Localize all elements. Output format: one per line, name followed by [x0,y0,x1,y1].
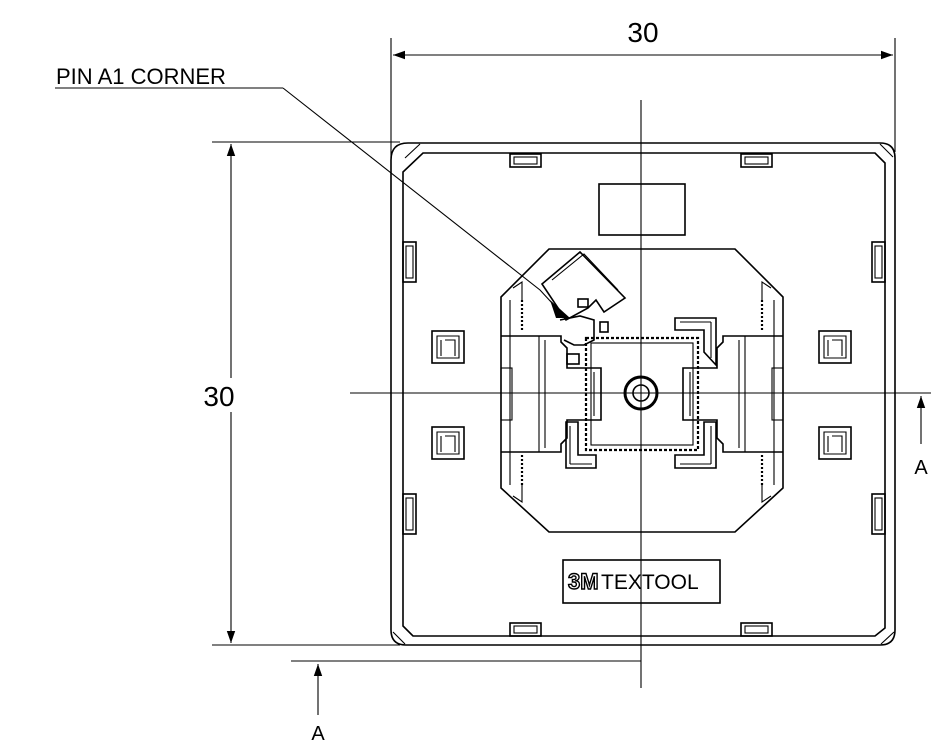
width-dimension: 30 [390,17,896,158]
section-label-right: A [914,457,928,479]
centerlines [350,100,931,688]
width-dimension-label: 30 [627,17,658,48]
pin-a1-label: PIN A1 CORNER [56,64,226,89]
height-dimension-label: 30 [203,381,234,412]
top-window [598,183,686,236]
pin-a1-callout: PIN A1 CORNER [55,64,570,318]
latch-tabs-sides [402,241,886,535]
height-dimension: 30 [203,141,400,646]
latch-tabs-top [509,153,773,168]
section-marker-right: A [914,396,928,479]
square-clips [431,330,852,460]
callout-arrowhead [550,300,570,318]
section-label-bottom: A [311,723,325,745]
brand-logo: 3M [568,569,599,594]
contact-array [584,336,700,452]
brand-label: 3M TEXTOOL [562,559,721,604]
inner-lid [500,248,784,533]
latch-tabs-bottom [509,622,773,637]
brand-name: TEXTOOL [601,571,699,594]
corner-retainers [565,317,717,469]
section-marker-bottom: A [291,660,641,745]
right-clamp [682,335,784,453]
pin-a1-corner-block [540,250,627,365]
left-clamp [500,335,602,453]
socket-outline [390,142,896,646]
